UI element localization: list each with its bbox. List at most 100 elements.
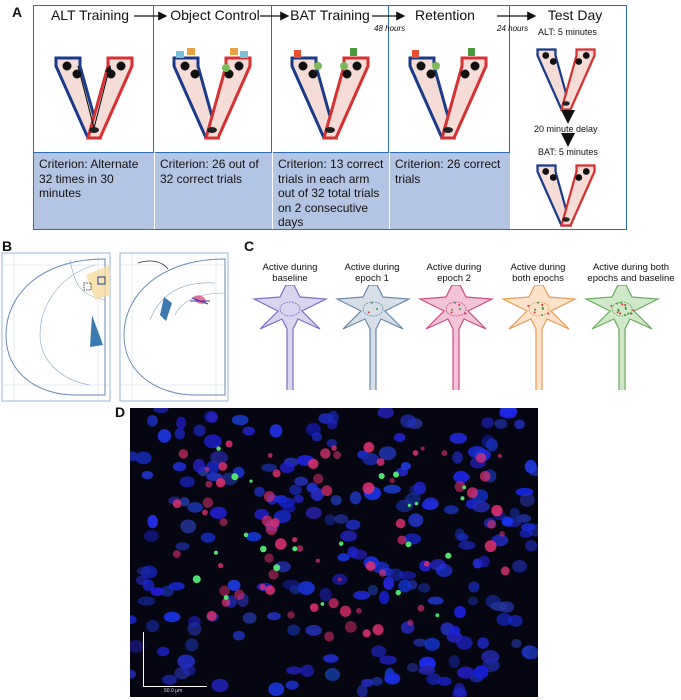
test-delay-label: 20 minute delay [534,124,598,134]
green-signal [445,552,452,559]
nucleus-blob [406,662,419,673]
red-signal [397,535,407,545]
red-signal [265,523,278,536]
green-signal [414,501,419,506]
test-bat-label: BAT: 5 minutes [538,147,598,157]
nucleus-blob [337,553,350,562]
red-signal [309,603,319,612]
neuron-cell [334,285,412,390]
nucleus-blob [524,459,537,474]
red-signal [407,619,414,626]
nucleus-blob [519,528,533,539]
maze-retention [408,56,488,140]
panel-letter-c: C [244,238,255,254]
nucleus-blob [157,429,172,443]
nucleus-blob [452,451,463,464]
nucleus-blob [278,497,295,508]
nucleus-blob [185,638,199,652]
nucleus-blob [227,579,241,591]
nucleus-blob [379,590,390,605]
nucleus-blob [204,434,222,449]
neuron-diagram [251,285,661,390]
nucleus-blob [347,546,359,558]
nucleus-blob [362,452,380,466]
nucleus-blob [300,664,315,677]
red-signal [259,583,266,591]
nucleus-blob [147,414,158,427]
nucleus-blob [361,678,374,687]
protocol-frame [33,5,627,230]
red-signal [320,448,331,459]
neuron-label: Active during both epochs and baseline [587,262,675,284]
nucleus-blob [162,674,177,685]
green-signal [292,546,298,552]
green-signal [320,602,325,606]
nucleus-blob [193,424,206,437]
nucleus-blob [192,458,206,473]
nucleus-blob [187,621,202,636]
red-signal [466,487,479,499]
brain-section-left [5,258,106,396]
nucleus-blob [367,584,379,596]
red-signal [219,585,230,597]
nucleus-blob [405,492,421,505]
nucleus-blob [163,611,181,623]
red-signal [484,540,497,553]
nucleus-blob [509,507,520,519]
nucleus-blob [137,596,156,606]
nucleus-blob [179,497,190,507]
red-signal [215,478,226,488]
nucleus-blob [418,583,431,593]
nucleus-blob [231,414,249,426]
nucleus-blob [174,428,186,440]
nucleus-blob [153,408,169,414]
object-icons [176,48,475,72]
nucleus-blob [130,615,137,625]
red-signal [204,466,210,472]
red-signal [218,461,228,471]
panel-letter-b: B [2,238,13,254]
red-signal [420,446,425,451]
nucleus-blob [211,678,229,693]
red-signal [479,470,491,482]
nucleus-blob [393,432,406,443]
red-signal [344,621,357,633]
nucleus-blob [150,587,165,597]
nucleus-blob [254,486,265,497]
red-signal [363,442,375,453]
nucleus-blob [324,514,336,526]
red-signal [339,605,352,617]
nucleus-blob [443,505,459,515]
red-signal [205,480,213,488]
nucleus-blob [345,519,361,531]
step-title: Object Control [170,7,260,23]
interval-48h: 48 hours [374,24,406,33]
nucleus-blob [175,542,190,551]
red-signal [172,550,181,558]
neuron-cell [500,285,578,390]
nucleus-blob [448,655,460,669]
nucleus-blob [210,450,228,465]
red-signal [178,449,189,459]
nucleus-blob [478,555,490,568]
red-signal [331,445,337,451]
nucleus-blob [200,532,216,543]
nucleus-blob [454,528,465,541]
red-signal [272,469,281,478]
neuron-label: Active during epoch 1 [344,262,400,284]
scale-bar-horizontal [143,686,207,687]
red-signal [234,589,245,601]
green-signal [273,564,281,572]
maze-bat [290,56,370,140]
nucleus-blob [494,418,508,429]
criterion-box: Criterion: 26 correct trials [390,152,510,229]
nucleus-blob [473,665,489,679]
nucleus-blob [305,422,321,437]
nucleus-blob [334,514,349,524]
red-signal [362,482,375,495]
red-signal [313,473,324,484]
nucleus-blob [135,451,152,465]
nucleus-blob [481,417,494,429]
nucleus-blob [310,490,325,501]
nucleus-blob [384,672,401,685]
